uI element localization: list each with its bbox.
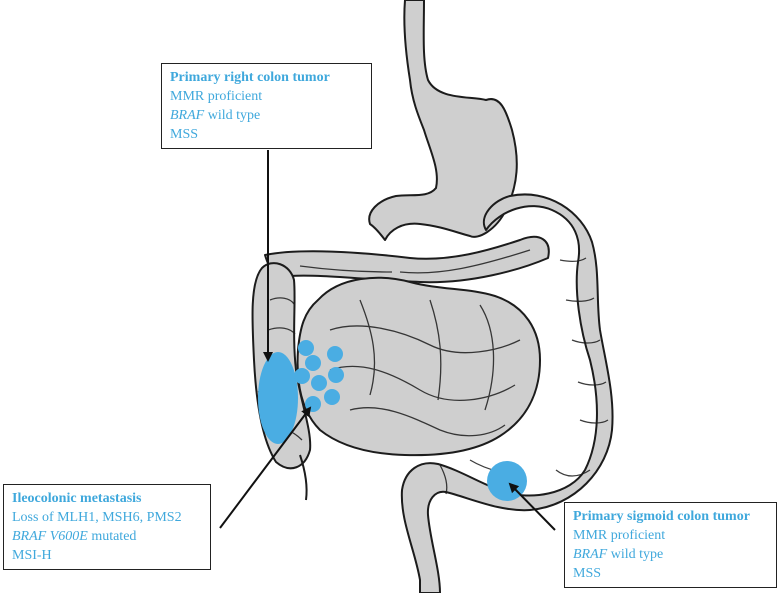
metastasis-nodule-icon [328, 367, 344, 383]
label-line: MSS [170, 127, 199, 142]
metastasis-nodule-icon [294, 368, 310, 384]
gene-name: BRAF [170, 108, 205, 123]
label-title: Primary right colon tumor [170, 70, 330, 85]
label-line: BRAF wild type [170, 106, 363, 125]
metastasis-nodule-icon [305, 355, 321, 371]
label-line: MMR proficient [170, 89, 263, 104]
metastasis-nodule-icon [311, 375, 327, 391]
label-ileocolonic-metastasis: Ileocolonic metastasis Loss of MLH1, MSH… [3, 484, 211, 570]
label-title: Primary sigmoid colon tumor [573, 509, 750, 524]
gene-name: BRAF [573, 547, 608, 562]
label-line: MMR proficient [573, 528, 666, 543]
appendix-icon [299, 454, 308, 501]
gene-status: wild type [607, 547, 664, 562]
metastasis-nodule-icon [298, 340, 314, 356]
label-line: Loss of MLH1, MSH6, PMS2 [12, 510, 182, 525]
gene-status: wild type [204, 108, 261, 123]
label-line: BRAF wild type [573, 545, 768, 564]
label-line: MSS [573, 566, 602, 581]
label-line: BRAF V600E mutated [12, 527, 202, 546]
label-primary-sigmoid-colon-tumor: Primary sigmoid colon tumor MMR proficie… [564, 502, 777, 588]
stomach-icon [368, 0, 518, 241]
transverse-colon-icon [264, 235, 550, 284]
metastasis-nodule-icon [324, 389, 340, 405]
leader-line-sigmoid [508, 482, 556, 531]
label-primary-right-colon-tumor: Primary right colon tumor MMR proficient… [161, 63, 372, 149]
label-title: Ileocolonic metastasis [12, 491, 142, 506]
gene-name: BRAF V600E [12, 529, 88, 544]
tumor-mass-icon [258, 352, 298, 444]
small-intestine-icon [296, 276, 541, 457]
gene-status: mutated [87, 529, 137, 544]
metastasis-nodule-icon [327, 346, 343, 362]
leader-line-ileo [219, 406, 312, 529]
label-line: MSI-H [12, 548, 52, 563]
metastasis-nodule-icon [305, 396, 321, 412]
